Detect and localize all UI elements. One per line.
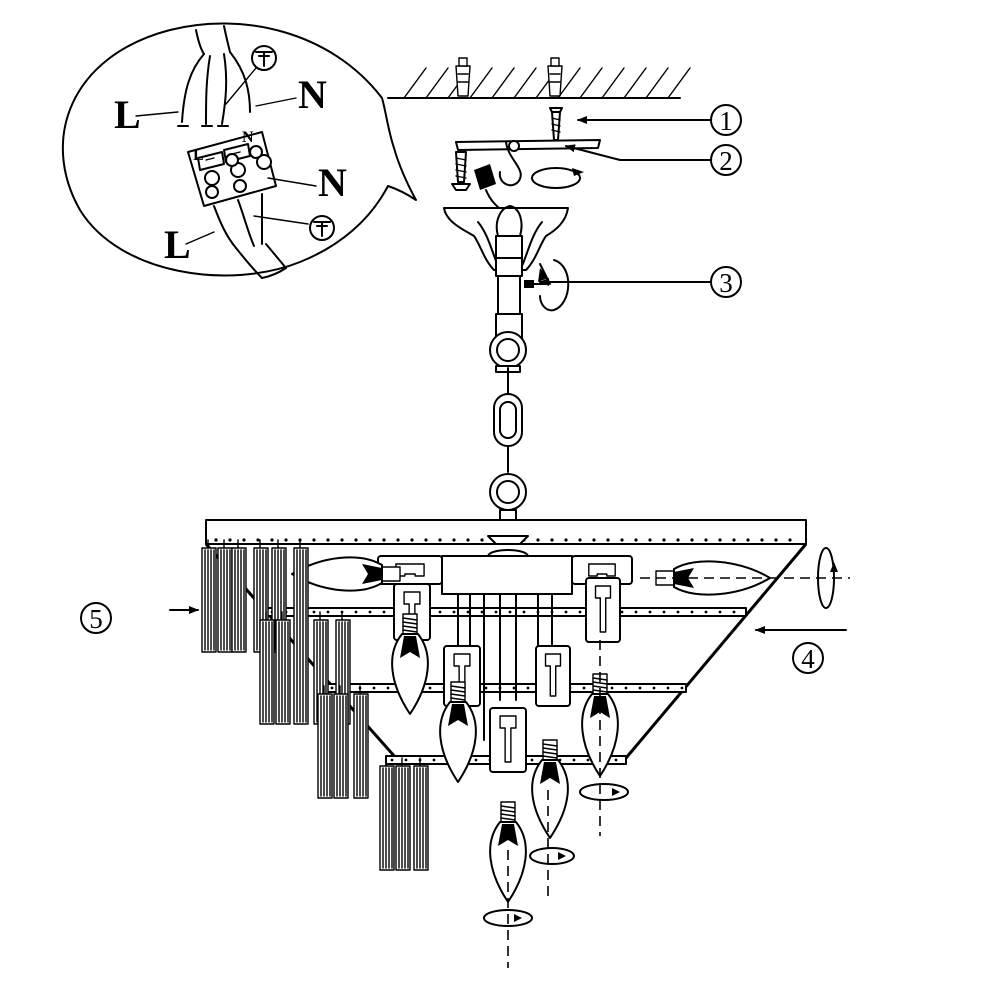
canopy bbox=[443, 205, 569, 339]
terminal-block bbox=[187, 131, 277, 207]
crystal-prism bbox=[353, 685, 369, 799]
crystal-prism bbox=[379, 757, 395, 871]
step-4-label: 4 bbox=[801, 644, 815, 674]
wire-neutral-label: N bbox=[298, 72, 327, 117]
crystal-prism bbox=[201, 539, 217, 653]
crystal-prisms bbox=[201, 539, 429, 871]
step-5-label: 5 bbox=[89, 604, 103, 634]
crystal-prism bbox=[275, 611, 291, 725]
step-callouts: 1 2 3 4 5 bbox=[80, 104, 847, 674]
step-1-label: 1 bbox=[719, 106, 733, 136]
candle-bulb bbox=[439, 681, 477, 783]
rotation-arrow-icon bbox=[531, 167, 584, 189]
crystal-prism bbox=[293, 539, 309, 725]
step-3-label: 3 bbox=[719, 268, 733, 298]
wire-live-label: L bbox=[114, 92, 141, 137]
ceiling bbox=[387, 57, 691, 99]
lamp-holder bbox=[489, 707, 527, 773]
crystal-prism bbox=[413, 757, 429, 871]
crystal-prism bbox=[259, 611, 275, 725]
crystal-prism bbox=[333, 685, 349, 799]
mounting-plate bbox=[455, 139, 601, 187]
terminal-live-callout: L bbox=[164, 222, 191, 267]
install-axes bbox=[483, 547, 850, 968]
step-2-label: 2 bbox=[719, 146, 733, 176]
crystal-prism bbox=[217, 539, 233, 653]
chain bbox=[489, 331, 527, 525]
wiring-callout: L N L N L N bbox=[61, 22, 417, 279]
lamp-holder bbox=[585, 577, 621, 643]
rotation-arrow-icon bbox=[538, 259, 570, 312]
crystal-prism bbox=[395, 757, 411, 871]
crystal-prism bbox=[231, 539, 247, 653]
candle-bulb bbox=[489, 801, 527, 903]
wall-plug-right bbox=[547, 57, 563, 97]
wall-plug-left bbox=[455, 57, 471, 97]
screw-2 bbox=[451, 151, 471, 191]
candle-bulb bbox=[531, 739, 569, 839]
lamp-assembly bbox=[291, 555, 771, 903]
ground-icon-top bbox=[225, 45, 277, 105]
rotation-arrow-icon bbox=[579, 783, 629, 801]
screw-1 bbox=[549, 107, 563, 141]
rotation-arrow-icon bbox=[817, 547, 838, 609]
rotation-arrow-icon bbox=[529, 847, 575, 865]
terminal-neutral-label: N bbox=[242, 129, 254, 146]
lamp-holder bbox=[535, 645, 571, 707]
candle-bulb bbox=[391, 613, 429, 715]
candle-bulb bbox=[291, 556, 401, 592]
crystal-prism bbox=[317, 685, 333, 799]
terminal-neutral-callout: N bbox=[318, 160, 347, 205]
terminal-live-label: L bbox=[193, 147, 204, 164]
ground-icon-bottom bbox=[253, 215, 335, 241]
rotation-arrow-icon bbox=[483, 909, 533, 927]
